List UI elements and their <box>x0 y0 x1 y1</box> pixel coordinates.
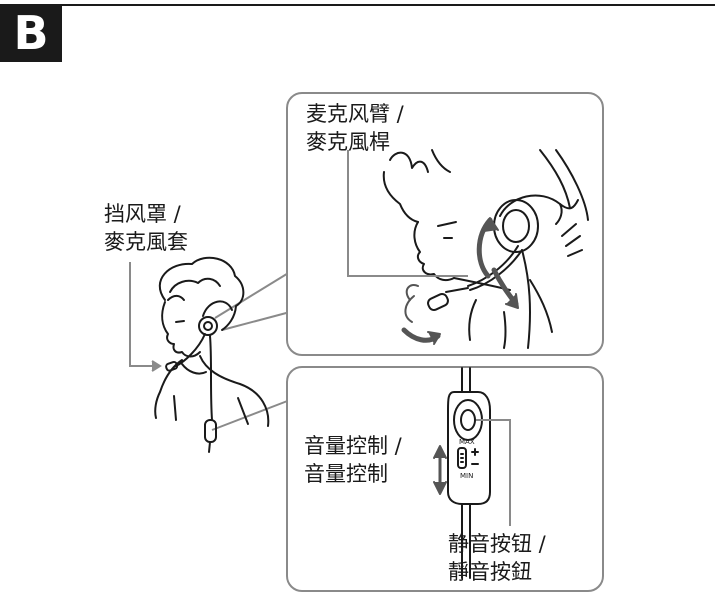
mic-arm-label: 麦克风臂 / 麥克風桿 <box>306 100 404 156</box>
mute-button-label-line2: 靜音按鈕 <box>448 560 532 584</box>
volume-control-label-line2: 音量控制 <box>304 462 388 486</box>
windscreen-label: 挡风罩 / 麥克風套 <box>104 200 188 256</box>
remote-min-mark: MIN <box>460 472 473 480</box>
windscreen-label-line1: 挡风罩 / <box>104 202 181 226</box>
remote-detail-panel <box>286 366 604 592</box>
mute-button-label: 静音按钮 / 靜音按鈕 <box>448 530 546 586</box>
mic-arm-callout-line <box>347 150 468 277</box>
mic-arm-label-line2: 麥克風桿 <box>306 130 390 154</box>
mute-button-callout-line <box>476 419 511 526</box>
mic-arm-label-line1: 麦克风臂 / <box>306 102 404 126</box>
section-letter-badge: B <box>0 4 62 62</box>
windscreen-label-line2: 麥克風套 <box>104 230 188 254</box>
person-figure <box>154 256 270 453</box>
mute-button-label-line1: 静音按钮 / <box>448 532 546 556</box>
header-rule <box>62 4 715 6</box>
volume-slider-icon <box>457 447 467 469</box>
remote-max-mark: MAX <box>459 438 475 446</box>
volume-control-label-line1: 音量控制 / <box>304 434 402 458</box>
windscreen-callout-line <box>129 262 162 372</box>
volume-control-label: 音量控制 / 音量控制 <box>304 432 402 488</box>
zoom-connector-lines <box>211 271 291 431</box>
